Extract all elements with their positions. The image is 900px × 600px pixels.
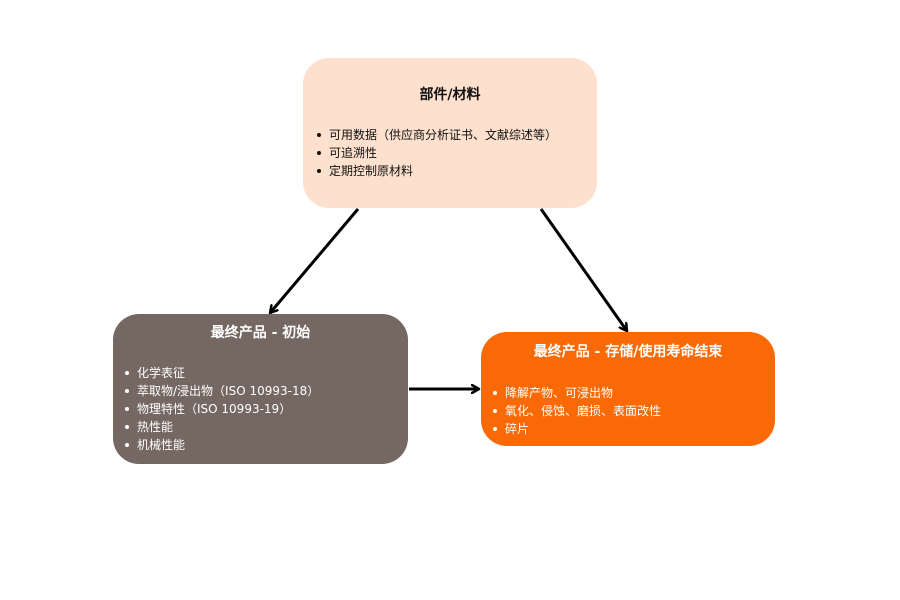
list-item: 萃取物/浸出物（ISO 10993-18）: [123, 382, 408, 400]
list-item: 物理特性（ISO 10993-19）: [123, 400, 408, 418]
materials-list: 可用数据（供应商分析证书、文献综述等） 可追溯性 定期控制原材料: [315, 126, 597, 180]
storage-end-of-life-list: 降解产物、可浸出物 氧化、侵蚀、磨损、表面改性 碎片: [491, 384, 775, 438]
initial-product-node: 最终产品 - 初始 化学表征 萃取物/浸出物（ISO 10993-18） 物理特…: [113, 314, 408, 464]
initial-product-list: 化学表征 萃取物/浸出物（ISO 10993-18） 物理特性（ISO 1099…: [123, 364, 408, 454]
arrow-materials-to-storage: [539, 208, 627, 331]
list-item: 氧化、侵蚀、磨损、表面改性: [491, 402, 775, 420]
list-item: 可追溯性: [315, 144, 597, 162]
list-item: 机械性能: [123, 436, 408, 454]
storage-end-of-life-node: 最终产品 - 存储/使用寿命结束 降解产物、可浸出物 氧化、侵蚀、磨损、表面改性…: [481, 332, 775, 446]
list-item: 可用数据（供应商分析证书、文献综述等）: [315, 126, 597, 144]
list-item: 化学表征: [123, 364, 408, 382]
materials-node: 部件/材料 可用数据（供应商分析证书、文献综述等） 可追溯性 定期控制原材料: [303, 58, 597, 208]
initial-product-title: 最终产品 - 初始: [210, 325, 311, 341]
list-item: 热性能: [123, 418, 408, 436]
list-item: 定期控制原材料: [315, 162, 597, 180]
materials-title: 部件/材料: [419, 87, 481, 103]
list-item: 碎片: [491, 420, 775, 438]
storage-end-of-life-title: 最终产品 - 存储/使用寿命结束: [533, 344, 723, 360]
list-item: 降解产物、可浸出物: [491, 384, 775, 402]
arrow-materials-to-initial: [270, 208, 360, 313]
